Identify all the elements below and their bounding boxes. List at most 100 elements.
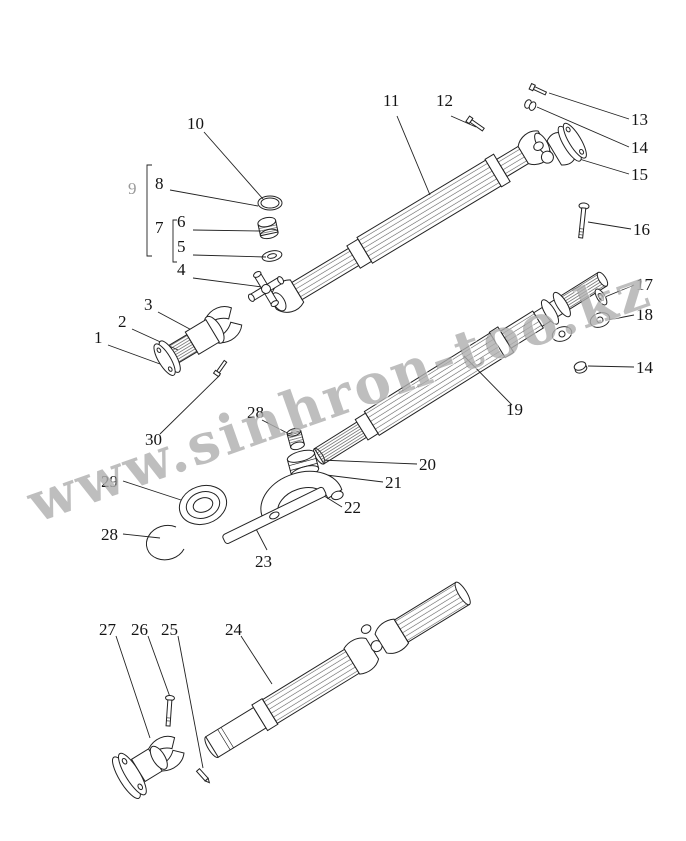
part-label-21: 21 <box>385 473 402 492</box>
part-label-23: 23 <box>255 552 272 571</box>
part-label-27: 27 <box>99 620 116 639</box>
part-label-1: 1 <box>94 328 103 347</box>
ujoint-yoke-right <box>374 618 410 654</box>
tube-end-cap <box>454 581 471 606</box>
ujoint-kit-parts <box>247 195 285 308</box>
part-label-6: 6 <box>177 212 186 231</box>
part-label-30: 30 <box>145 430 162 449</box>
part-label-18: 18 <box>636 305 653 324</box>
snap-ring-10 <box>257 195 283 211</box>
flange-yoke-assembly-3 <box>153 306 243 376</box>
part-label-24: 24 <box>225 620 242 639</box>
bracket-ear-hole <box>558 330 566 338</box>
leader-line-24 <box>240 635 273 685</box>
bracket-7 <box>172 219 177 263</box>
part-label-25: 25 <box>161 620 178 639</box>
bracket-ear-hole <box>596 316 604 324</box>
spider-cross-4 <box>247 270 285 308</box>
part-label-8: 8 <box>155 174 164 193</box>
spider-journal <box>540 150 554 164</box>
leader-line-20 <box>319 459 418 465</box>
nut-14 <box>524 99 537 111</box>
leader-line-27 <box>115 635 151 739</box>
leader-line-5 <box>192 254 267 258</box>
bracket-ear <box>551 326 573 342</box>
flange-hole <box>565 126 571 133</box>
part-label-28-lower: 28 <box>101 525 118 544</box>
flange-hole <box>137 783 144 791</box>
part-label-26: 26 <box>131 620 148 639</box>
part-label-19: 19 <box>506 400 523 419</box>
part-label-20: 20 <box>419 455 436 474</box>
leader-line-17 <box>604 284 635 298</box>
leader-line-25 <box>177 635 204 769</box>
leader-line-23 <box>254 526 268 551</box>
bolt-13 <box>528 82 548 96</box>
bearing-cup-8 <box>257 216 279 240</box>
leader-line-14-top <box>536 106 630 148</box>
slip-tube <box>291 247 360 301</box>
fork-eye <box>149 745 168 770</box>
flange-yoke-15 <box>533 122 587 166</box>
flange-hole <box>167 366 173 372</box>
pin-25 <box>195 767 211 784</box>
part-label-10: 10 <box>187 114 204 133</box>
bracket-9 <box>146 164 152 257</box>
part-label-3: 3 <box>144 295 153 314</box>
slip-surface <box>205 706 267 758</box>
snap-ring-10-inner <box>260 197 280 209</box>
leader-line-12 <box>450 115 477 128</box>
main-tube <box>363 332 506 436</box>
part-label-4: 4 <box>177 260 186 279</box>
bearing-29 <box>178 484 228 526</box>
fasteners-top <box>465 82 590 239</box>
driveshaft-middle <box>313 271 609 465</box>
part-label-11: 11 <box>383 91 400 110</box>
bearing-cup <box>360 624 372 634</box>
stub-tip <box>596 271 609 287</box>
flange-hole <box>579 148 585 155</box>
bolt-30 <box>212 359 228 378</box>
part-label-28-upper: 28 <box>247 403 264 422</box>
flange-hole <box>156 347 162 353</box>
leader-line-26 <box>147 635 171 698</box>
washer-17 <box>594 288 608 306</box>
flange-yoke-27 <box>112 735 185 799</box>
part-label-2: 2 <box>118 312 127 331</box>
part-label-14-middle: 14 <box>636 358 653 377</box>
ujoint-yoke-left <box>343 637 380 675</box>
main-tube <box>261 648 360 725</box>
washer-5 <box>261 250 283 262</box>
leader-line-13 <box>548 92 630 120</box>
leader-line-28-lower <box>122 533 161 539</box>
leader-line-8 <box>169 189 259 207</box>
bolt-26 <box>165 694 175 727</box>
leader-line-29 <box>122 480 182 501</box>
bolt-12 <box>465 115 485 132</box>
flange-hole <box>121 757 128 765</box>
bolt-16 <box>578 202 590 239</box>
splined-end <box>313 421 368 465</box>
bracket-ear <box>589 312 611 328</box>
leader-line-1 <box>107 344 161 365</box>
part-label-9: 9 <box>128 179 137 198</box>
driveshaft-top <box>270 130 552 313</box>
part-label-13: 13 <box>631 110 648 129</box>
leader-line-6 <box>192 229 262 232</box>
main-tube <box>356 159 502 264</box>
leader-line-14-middle <box>587 365 635 368</box>
part-label-7: 7 <box>155 218 164 237</box>
leader-line-16 <box>587 221 632 230</box>
snap-ring-28-lower <box>145 524 185 561</box>
leader-line-11 <box>396 115 431 196</box>
nut-14-middle <box>573 361 588 374</box>
part-label-5: 5 <box>177 237 186 256</box>
part-label-22: 22 <box>344 498 361 517</box>
flange-rim-1 <box>153 343 176 376</box>
part-label-12: 12 <box>436 91 453 110</box>
support-bracket-18 <box>540 288 611 374</box>
plate-23 <box>222 486 327 544</box>
part-label-29: 29 <box>101 472 118 491</box>
